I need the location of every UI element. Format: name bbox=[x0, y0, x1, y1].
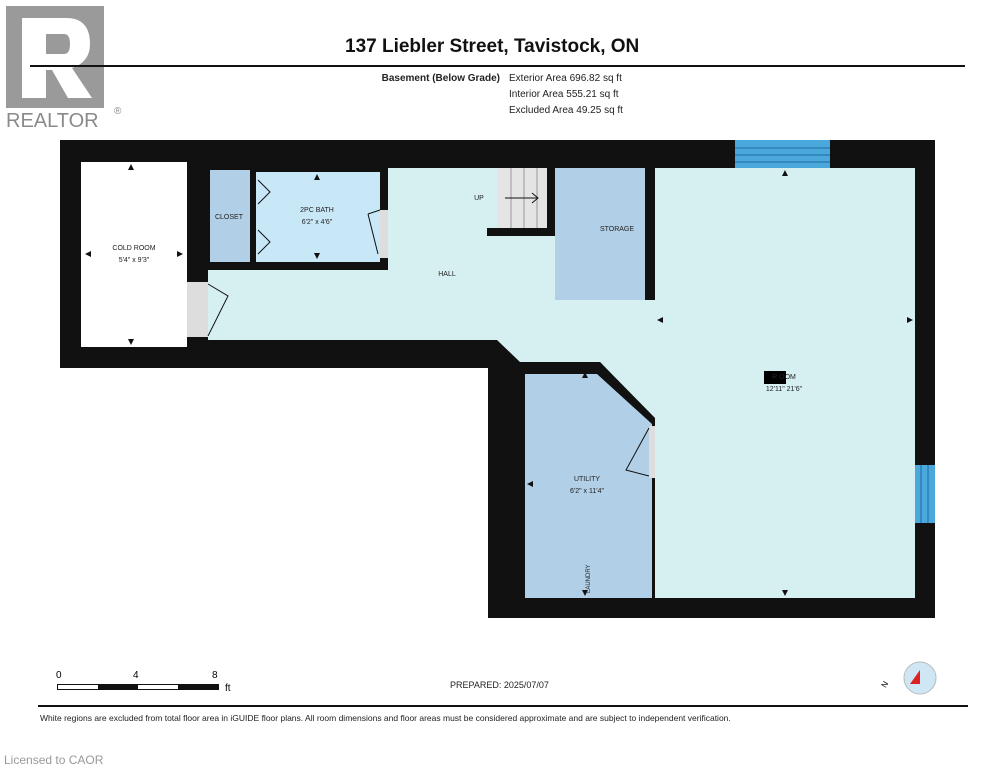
cold-room-door-swing bbox=[207, 283, 229, 337]
cold-room-dims: 5'4" x 9'3" bbox=[119, 257, 150, 264]
rec-room-dims: 12'11" 21'6" bbox=[766, 386, 803, 393]
bath-dims: 6'2" x 4'6" bbox=[302, 219, 333, 226]
utility-door-swing bbox=[625, 427, 650, 477]
scale-bar-graphic bbox=[57, 684, 219, 690]
license-text: Licensed to CAOR bbox=[4, 753, 104, 767]
scale-bar: 0 4 8 ft bbox=[55, 670, 255, 700]
redaction-box bbox=[764, 371, 786, 384]
scale-tick-4: 4 bbox=[133, 670, 139, 681]
closet-door-swing bbox=[257, 179, 271, 255]
floor-plan: COLD ROOM 5'4" x 9'3" CLOSET 2PC BATH 6'… bbox=[60, 140, 935, 618]
window-right-panes bbox=[920, 465, 929, 523]
cold-room-door bbox=[187, 282, 208, 337]
bath-bottom-wall bbox=[208, 262, 388, 270]
utility-label: UTILITY bbox=[574, 476, 600, 483]
stairs-arrow-icon bbox=[505, 192, 539, 204]
logo-registered-mark: ® bbox=[114, 106, 122, 117]
closet-bath-wall bbox=[250, 170, 256, 262]
compass: N bbox=[880, 660, 940, 700]
disclaimer: White regions are excluded from total fl… bbox=[40, 713, 731, 723]
header-divider bbox=[30, 65, 965, 67]
exterior-area: Exterior Area 696.82 sq ft bbox=[509, 73, 622, 84]
floor-name: Basement (Below Grade) bbox=[381, 73, 500, 84]
window-top bbox=[735, 140, 830, 168]
rec-room-label: R OOM bbox=[772, 374, 796, 381]
closet-label: CLOSET bbox=[215, 214, 244, 221]
utility-dims: 6'2" x 11'4" bbox=[570, 488, 604, 495]
page-title: 137 Liebler Street, Tavistock, ON bbox=[345, 36, 640, 57]
storage-right-wall bbox=[645, 168, 655, 300]
laundry-label: LAUNDRY bbox=[586, 564, 592, 593]
window-top-panes bbox=[735, 147, 830, 163]
interior-area: Interior Area 555.21 sq ft bbox=[509, 89, 619, 100]
excluded-area: Excluded Area 49.25 sq ft bbox=[509, 105, 623, 116]
realtor-r-icon bbox=[6, 6, 104, 108]
footer-divider bbox=[38, 705, 968, 707]
bath-door bbox=[380, 210, 388, 258]
compass-icon bbox=[903, 661, 937, 695]
stairs-label: UP bbox=[474, 195, 484, 202]
hall-label: HALL bbox=[438, 271, 456, 278]
logo-text: REALTOR bbox=[6, 110, 99, 132]
scale-unit: ft bbox=[225, 683, 231, 694]
bath bbox=[256, 172, 380, 262]
scale-tick-0: 0 bbox=[56, 670, 62, 681]
bath-label: 2PC BATH bbox=[300, 207, 334, 214]
hall-and-rec-area bbox=[208, 168, 915, 598]
cold-room bbox=[81, 162, 187, 347]
scale-tick-8: 8 bbox=[212, 670, 218, 681]
prepared-date: PREPARED: 2025/07/07 bbox=[450, 680, 549, 690]
storage-label: STORAGE bbox=[600, 226, 634, 233]
bath-door-swing bbox=[367, 209, 381, 255]
utility bbox=[525, 370, 652, 598]
closet bbox=[210, 170, 250, 262]
utility-door bbox=[649, 426, 655, 478]
stairs-storage-wall bbox=[547, 168, 555, 228]
window-right bbox=[915, 465, 935, 523]
cold-room-label: COLD ROOM bbox=[112, 245, 155, 252]
realtor-logo: REALTOR ® bbox=[6, 6, 126, 136]
storage bbox=[555, 168, 645, 300]
